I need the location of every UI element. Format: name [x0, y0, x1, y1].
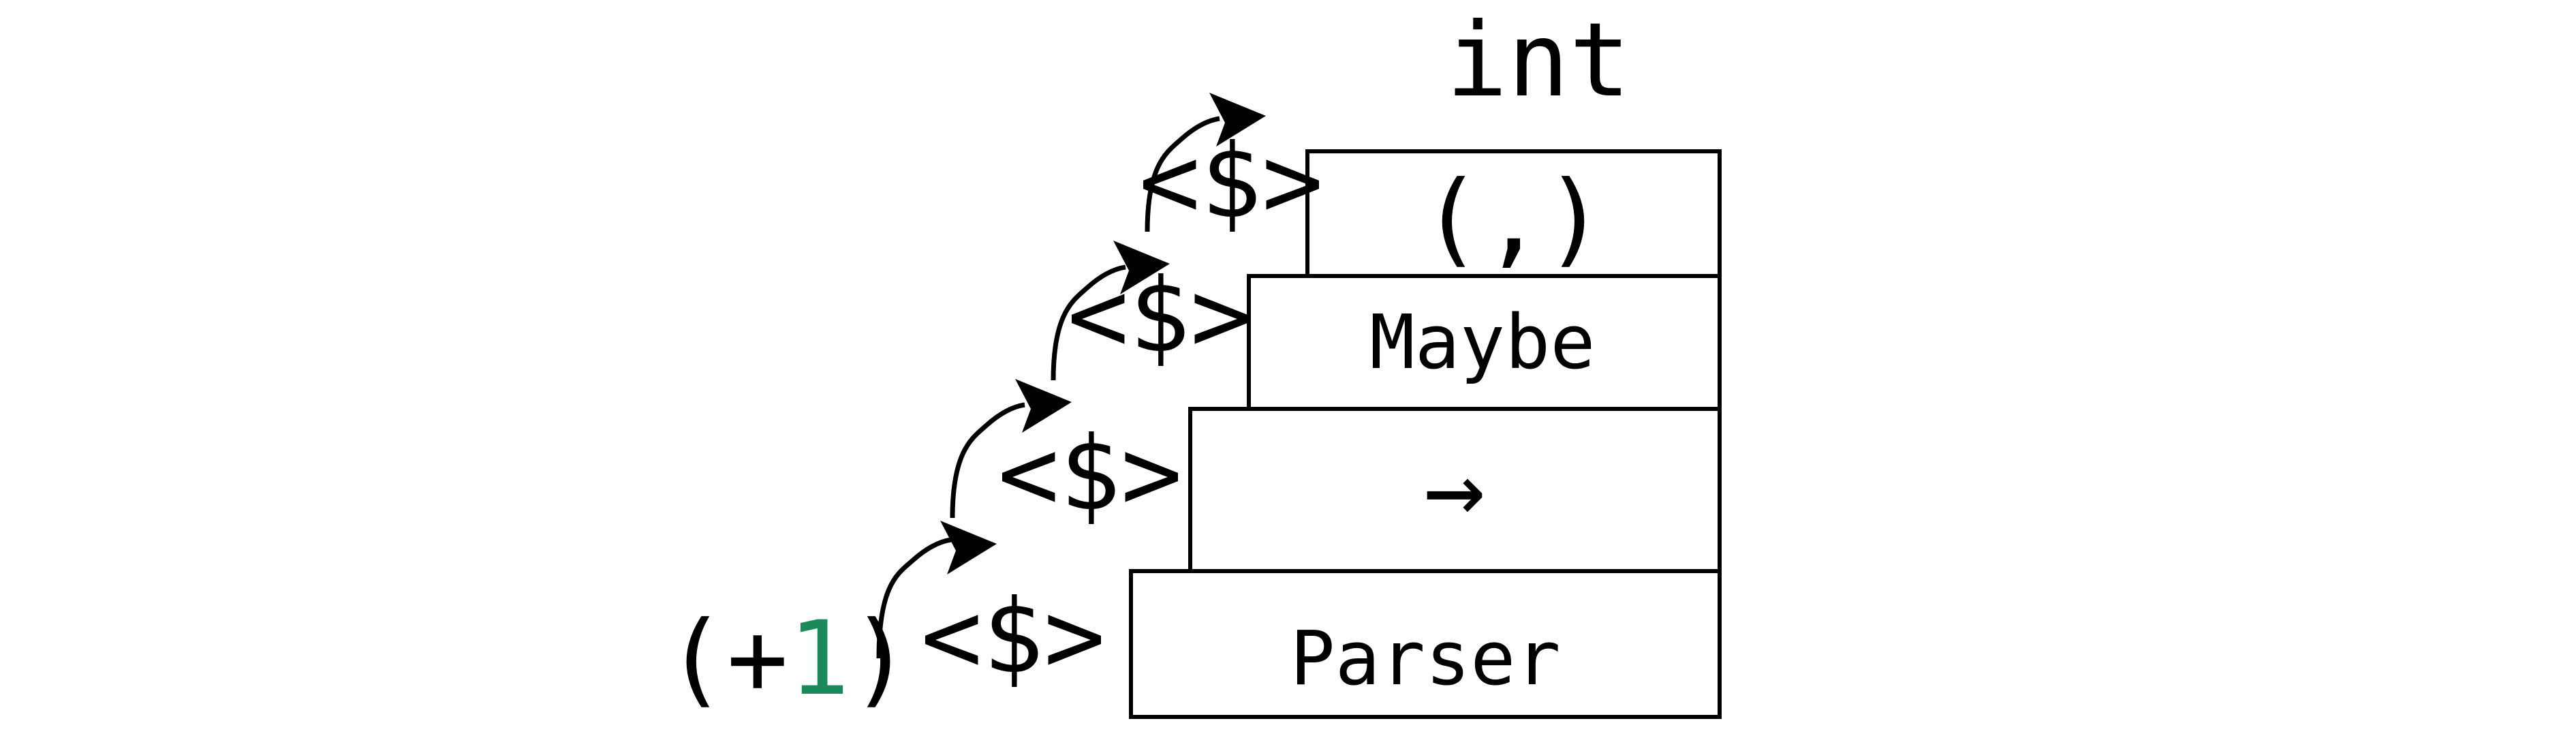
lift-arrow-1-head [940, 521, 997, 574]
layer-box-tuple [1305, 149, 1722, 278]
lift-arrow-3-head [1113, 241, 1170, 294]
fmap-operator-3: <$> [998, 415, 1183, 534]
layer-box-maybe [1247, 274, 1722, 411]
lift-arrow-4-head [1209, 93, 1266, 147]
function-expression: (+1) [665, 600, 911, 718]
lift-arrow-4-shaft [1145, 116, 1220, 232]
type-label-int: int [1446, 1, 1631, 120]
layer-box-parser [1129, 569, 1722, 719]
lift-arrow-1-shaft [876, 537, 952, 659]
layer-box-function [1188, 407, 1722, 573]
function-constant: 1 [788, 600, 850, 718]
fmap-operator-1: <$> [1139, 123, 1324, 241]
lift-arrow-2-head [1015, 379, 1072, 433]
layer-label-tuple: (,) [1421, 159, 1606, 278]
lift-arrow-3-shaft [1051, 264, 1126, 381]
fmap-operator-2: <$> [1068, 257, 1252, 375]
layer-label-function-arrow: → [1424, 429, 1485, 548]
lift-arrow-2-shaft [950, 402, 1025, 519]
layer-label-maybe: Maybe [1369, 298, 1595, 386]
fmap-operator-4: <$> [921, 578, 1106, 696]
layer-label-parser: Parser [1290, 615, 1560, 702]
